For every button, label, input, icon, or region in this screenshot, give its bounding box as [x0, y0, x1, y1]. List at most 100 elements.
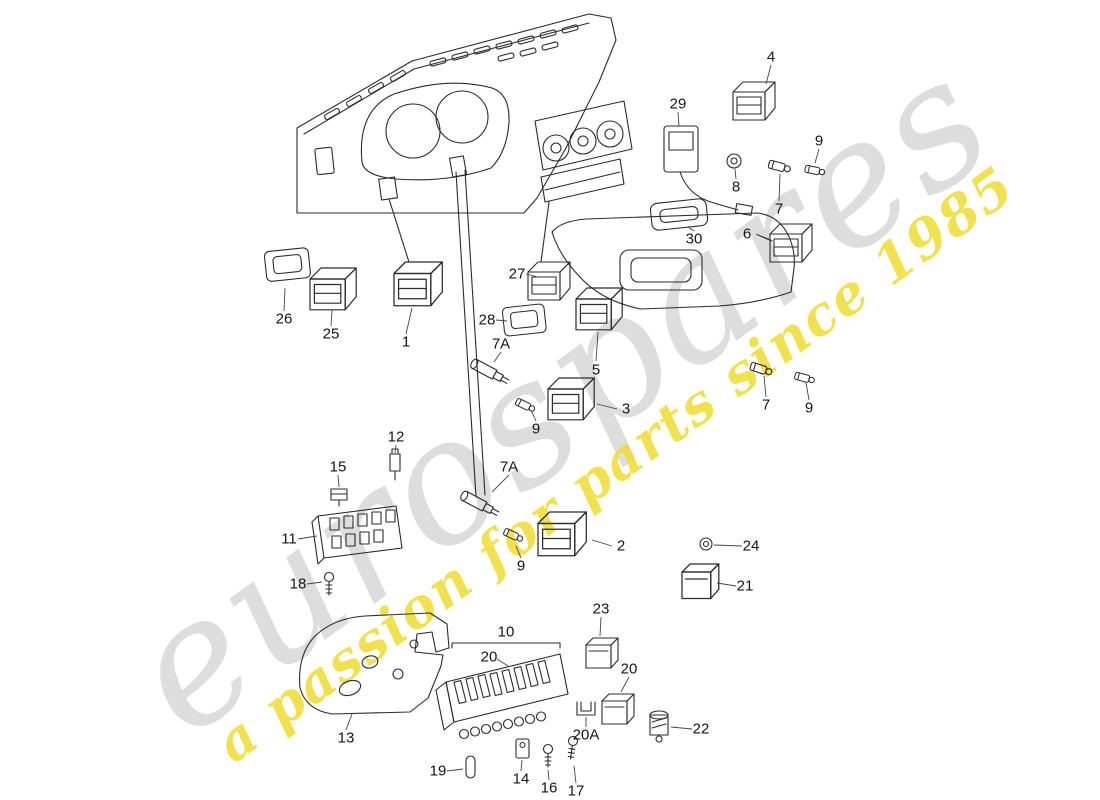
- clip-20a-art: [576, 701, 596, 716]
- switch-27-art: [527, 261, 571, 301]
- callout-leader-23: [599, 616, 602, 637]
- holder-12-art: [389, 448, 401, 481]
- callout-6: 6: [743, 226, 751, 243]
- callout-30: 30: [686, 231, 703, 248]
- callout-leader-7: [763, 375, 767, 398]
- callout-leader-11: [297, 535, 318, 540]
- callout-7A: 7A: [500, 459, 518, 476]
- callout-26: 26: [276, 311, 293, 328]
- callout-leader-7: [778, 173, 781, 202]
- callout-3: 3: [622, 401, 630, 418]
- callout-leader-9: [530, 409, 537, 422]
- callout-25: 25: [323, 326, 340, 343]
- plate-14-art: [515, 738, 530, 759]
- bulb-7-top-art: [767, 159, 792, 174]
- callout-leader-7A: [493, 351, 502, 363]
- callout-18: 18: [290, 576, 307, 593]
- callout-17: 17: [568, 783, 585, 800]
- sensor-22-art: [649, 710, 669, 743]
- bulb-7-mid-art: [748, 361, 774, 377]
- pin-19-art: [465, 755, 476, 779]
- callout-leader-17: [573, 765, 577, 784]
- callout-22: 22: [693, 721, 710, 738]
- screw-16-art: [542, 743, 554, 768]
- dashboard-art: [296, 13, 633, 214]
- plate-30-art: [649, 198, 709, 231]
- callout-leader-13: [345, 713, 353, 731]
- callout-23: 23: [593, 601, 610, 618]
- callout-leader-14: [520, 759, 523, 772]
- callout-7: 7: [762, 397, 770, 414]
- callout-leader-15: [337, 474, 340, 488]
- callout-leader-9: [805, 382, 810, 401]
- callout-leader-12: [394, 444, 397, 454]
- callout-leader-18: [306, 581, 323, 585]
- callout-11: 11: [281, 531, 297, 548]
- callout-leader-20: [620, 676, 630, 693]
- callout-19: 19: [430, 763, 447, 780]
- switch-25-art: [309, 267, 357, 311]
- callout-2: 2: [617, 538, 625, 555]
- nut-24-art: [699, 537, 713, 551]
- callout-leader-1: [405, 307, 413, 335]
- callout-9: 9: [532, 421, 540, 438]
- bulb-9-mid-art: [793, 371, 816, 385]
- callout-8: 8: [732, 179, 740, 196]
- callout-leader-3: [596, 403, 618, 410]
- callout-20: 20: [481, 649, 498, 666]
- callout-leader-5: [595, 331, 599, 362]
- callout-14: 14: [513, 771, 530, 788]
- callout-16: 16: [541, 780, 558, 797]
- callout-29: 29: [670, 96, 687, 113]
- callout-leader-6: [755, 233, 772, 241]
- relay-20-art: [601, 693, 635, 725]
- switch-4-art: [732, 81, 776, 121]
- relay-21-art: [681, 563, 720, 600]
- callout-4: 4: [767, 49, 775, 66]
- callout-12: 12: [388, 429, 405, 446]
- bracket-13-art: [299, 612, 450, 715]
- bezel-26-art: [263, 246, 312, 283]
- callout-13: 13: [338, 730, 355, 747]
- lock-7a-lower-art: [458, 489, 501, 519]
- knob-8-art: [726, 153, 742, 169]
- callout-7A: 7A: [492, 336, 510, 353]
- callout-leader-25: [330, 309, 333, 327]
- callout-5: 5: [592, 362, 600, 379]
- callout-leader-9: [814, 148, 820, 164]
- callout-9: 9: [815, 133, 823, 150]
- callout-leader-27: [525, 273, 539, 278]
- callout-leader-9: [515, 545, 522, 559]
- callout-15: 15: [330, 459, 347, 476]
- callout-leader-28: [495, 319, 508, 322]
- callout-leader-29: [677, 111, 680, 127]
- bulb-9-lower-art: [502, 527, 525, 544]
- callout-leader-21: [716, 582, 737, 587]
- callout-leader-24: [713, 544, 743, 547]
- callout-27: 27: [509, 266, 526, 283]
- switch-5-art: [575, 287, 623, 331]
- switch-2-art: [537, 511, 587, 557]
- switch-3-art: [547, 377, 595, 421]
- fuse-strip-art: [435, 653, 569, 740]
- callout-leader-16: [547, 769, 550, 781]
- callout-leader-20: [496, 658, 509, 667]
- callout-leader-26: [283, 287, 286, 312]
- callout-7: 7: [775, 201, 783, 218]
- callout-leader-8: [734, 168, 737, 180]
- relay-23-art: [585, 637, 619, 669]
- callout-24: 24: [743, 538, 760, 555]
- callout-20: 20: [621, 661, 638, 678]
- bulb-9-ignition-art: [514, 397, 537, 414]
- screw-18-art: [323, 571, 335, 596]
- clip-15-art: [330, 488, 348, 507]
- callout-leader-4: [765, 64, 772, 85]
- callout-9: 9: [517, 558, 525, 575]
- bulb-9-top-art: [804, 164, 826, 177]
- fusebox-11-art: [311, 505, 403, 565]
- callout-leader-22: [670, 726, 693, 730]
- console-art: [551, 198, 795, 310]
- callout-9: 9: [805, 400, 813, 417]
